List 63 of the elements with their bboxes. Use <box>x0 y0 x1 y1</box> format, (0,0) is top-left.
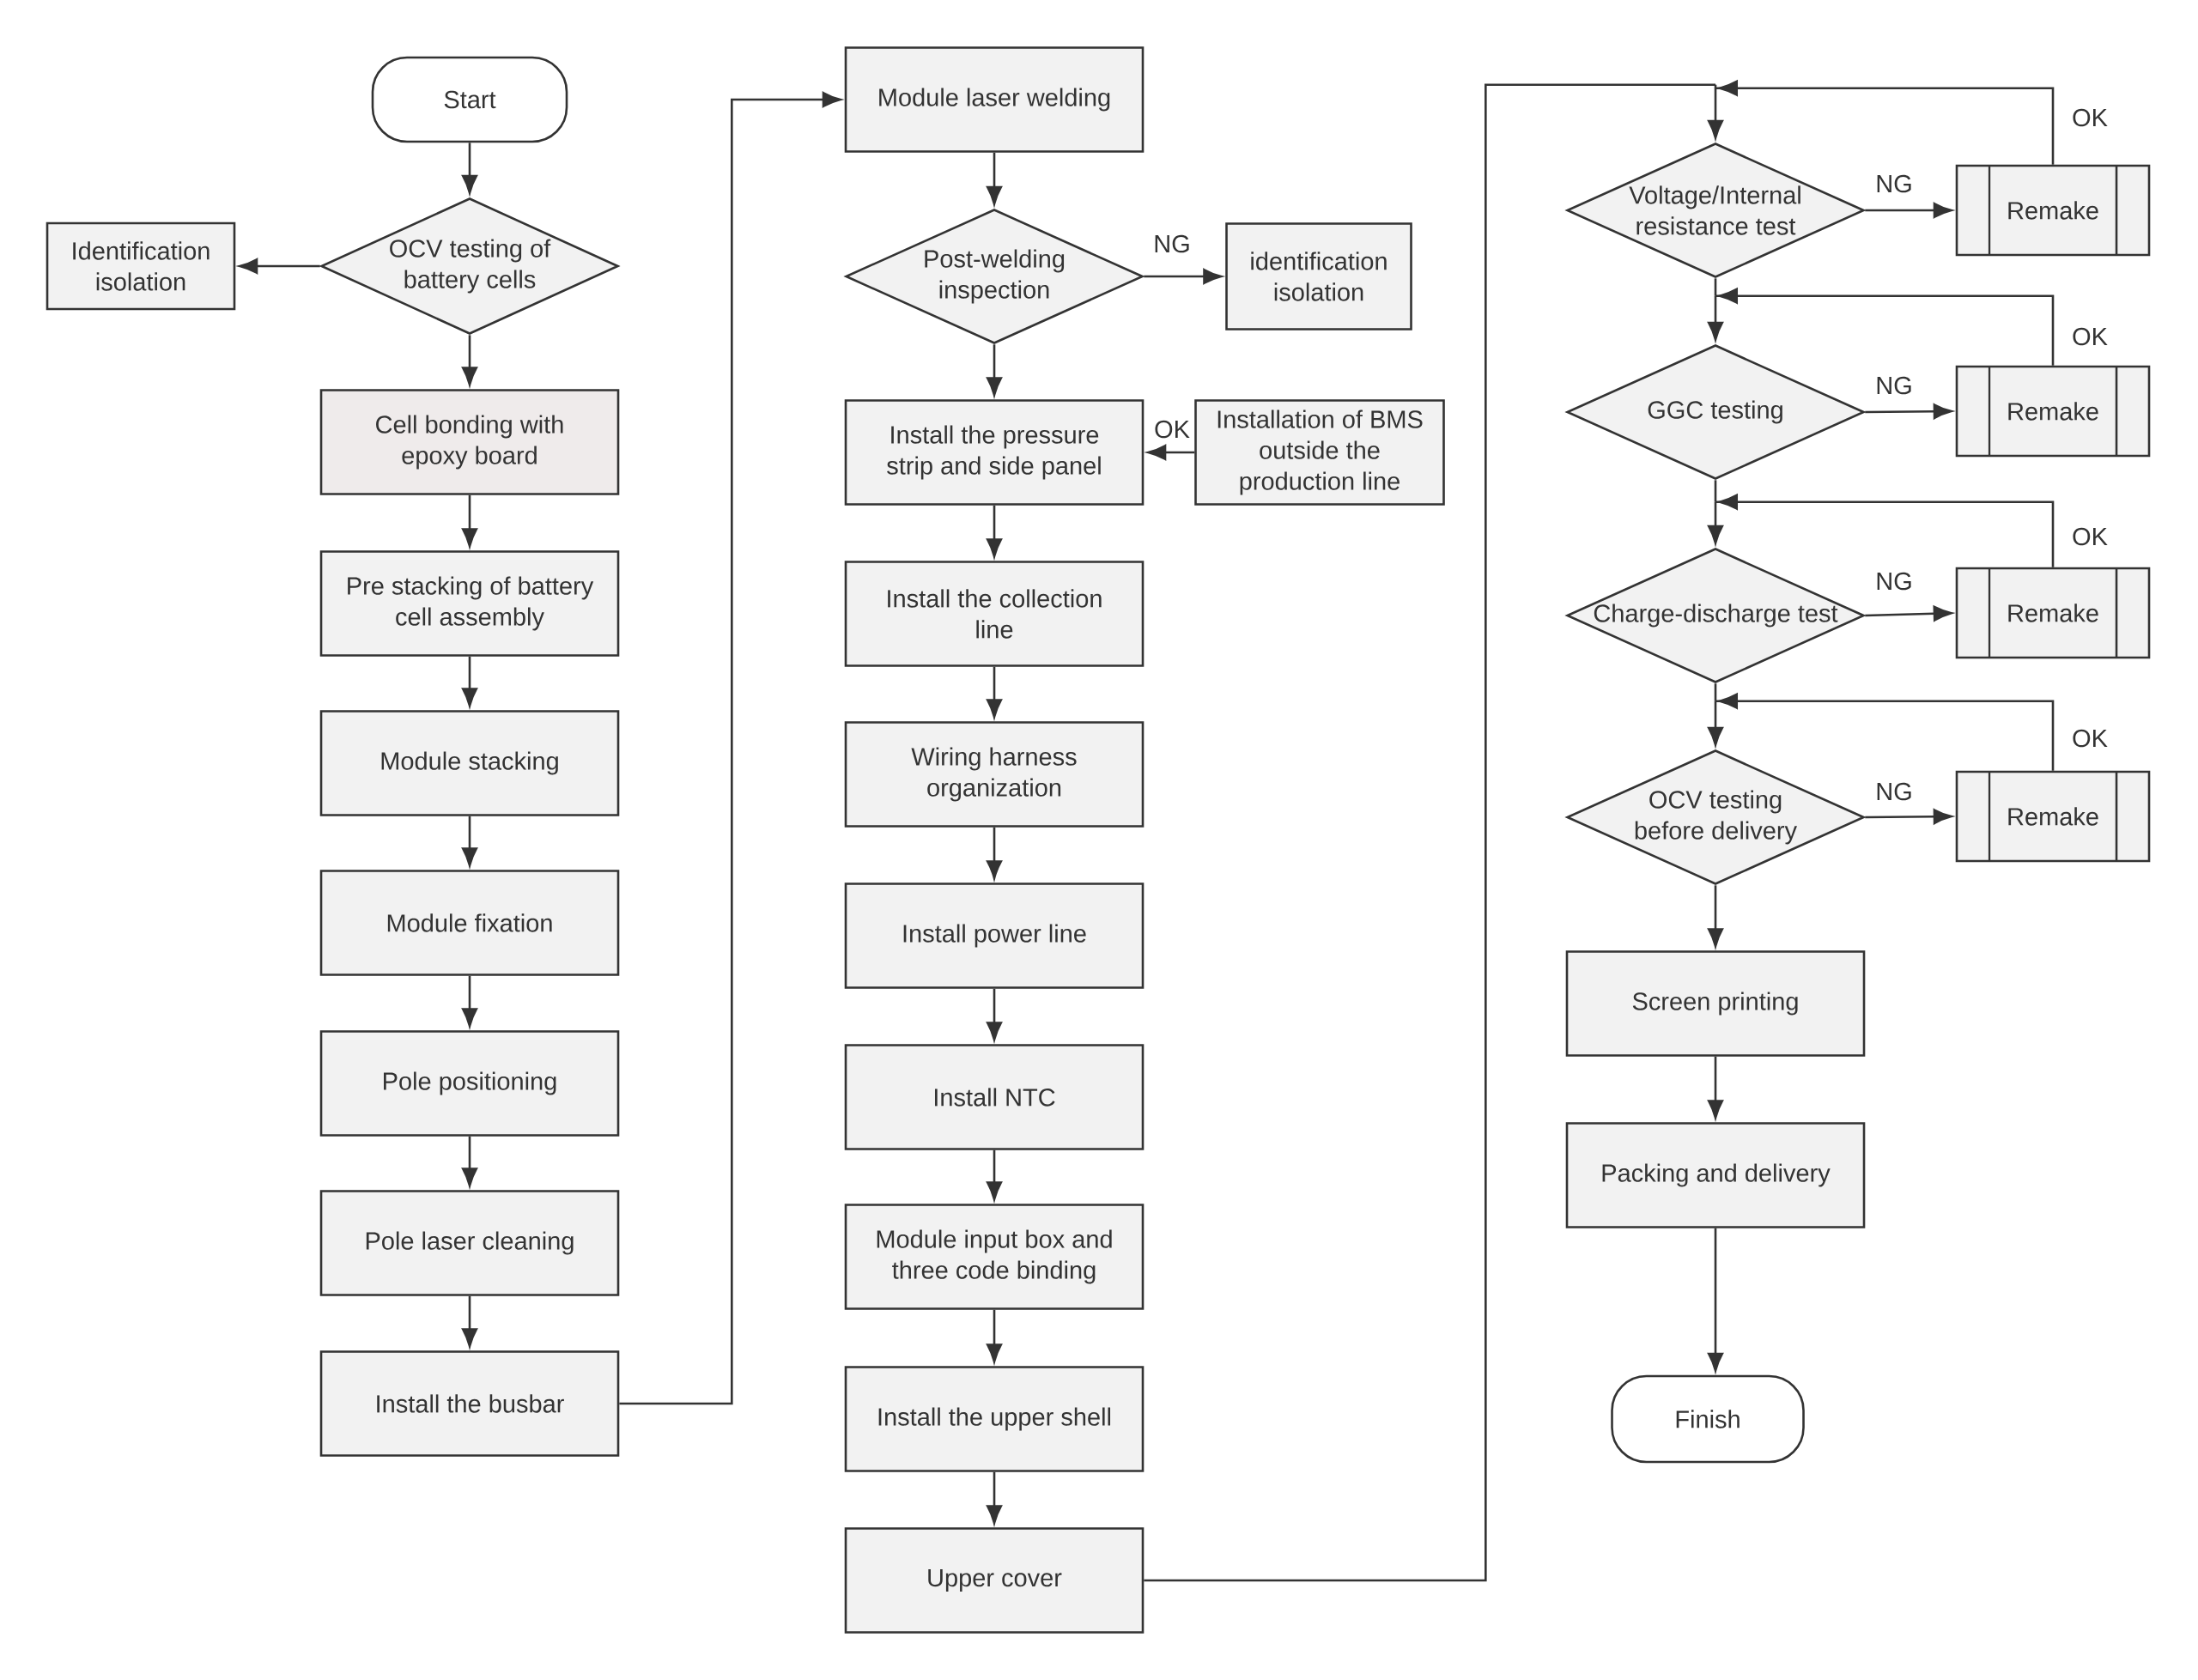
edge-label: OK <box>2070 325 2110 348</box>
process-box: Pre stacking of battery cell assembly <box>319 550 620 657</box>
process-box: Module fixation <box>319 870 620 976</box>
process-box: Install power line <box>844 882 1145 989</box>
arrow <box>987 344 1002 397</box>
arrow <box>462 1136 477 1187</box>
edge-label: NG <box>1873 780 1915 803</box>
process-box: Module laser welding <box>844 46 1145 153</box>
process-box: identification isolation <box>1225 222 1412 331</box>
process-box: Install the collection line <box>844 561 1145 667</box>
arrow <box>987 988 1002 1041</box>
arrow <box>987 827 1002 880</box>
process-box: Cell bonding with epoxy board <box>319 389 620 495</box>
arrow <box>1715 494 2055 567</box>
process-box: Identification isolation <box>46 221 236 311</box>
arrow <box>987 1309 1002 1363</box>
edge-label: OK <box>1152 418 1192 440</box>
edge-label: NG <box>1151 233 1193 255</box>
arrow <box>987 1471 1002 1525</box>
process-box: Install the pressure strip and side panel <box>844 399 1145 506</box>
arrow <box>462 975 477 1028</box>
arrow <box>462 656 477 707</box>
process-box: Install NTC <box>844 1044 1145 1150</box>
process-box: Module input box and three code binding <box>844 1204 1145 1310</box>
arrow <box>1708 1056 1723 1119</box>
process-box: Screen printing <box>1565 950 1866 1057</box>
process-box: Upper cover <box>844 1527 1145 1634</box>
process-box: Installation of BMS outside the production line <box>1194 399 1445 506</box>
process-box: Packing and delivery <box>1565 1122 1866 1228</box>
arrow <box>462 816 477 867</box>
connector-line <box>1714 683 1717 701</box>
connector-line <box>1714 480 1717 502</box>
subprocess-box: Remake <box>1955 567 2151 659</box>
subprocess-box: Remake <box>1955 770 2151 863</box>
process-box: Module stacking <box>319 710 620 816</box>
arrow <box>462 335 477 386</box>
process-box: Pole laser cleaning <box>319 1190 620 1296</box>
subprocess-box: Remake <box>1955 164 2151 257</box>
arrow <box>1715 693 2055 771</box>
terminal-box: Start <box>371 56 568 143</box>
arrow <box>987 666 1002 719</box>
connector-line <box>1144 83 1715 1582</box>
edge-label: OK <box>2070 727 2110 749</box>
edge-label: NG <box>1873 173 1915 195</box>
arrow <box>1144 269 1223 284</box>
process-box: Pole positioning <box>319 1030 620 1137</box>
arrow <box>462 1295 477 1348</box>
edge-label: OK <box>2070 525 2110 548</box>
terminal-box: Finish <box>1611 1374 1805 1464</box>
subprocess-box: Remake <box>1955 365 2151 458</box>
arrow <box>1715 288 2055 366</box>
connector-line <box>1714 278 1717 296</box>
arrow <box>1715 80 2055 165</box>
process-box: Wiring harness organization <box>844 721 1145 828</box>
arrow <box>987 505 1002 558</box>
edge-label: NG <box>1873 570 1915 592</box>
process-box: Install the busbar <box>319 1350 620 1457</box>
process-box: Install the upper shell <box>844 1366 1145 1472</box>
arrow <box>987 1149 1002 1201</box>
arrow <box>462 494 477 548</box>
arrow <box>1708 885 1723 948</box>
edge-label: NG <box>1873 374 1915 397</box>
edge-label: OK <box>2070 106 2110 129</box>
